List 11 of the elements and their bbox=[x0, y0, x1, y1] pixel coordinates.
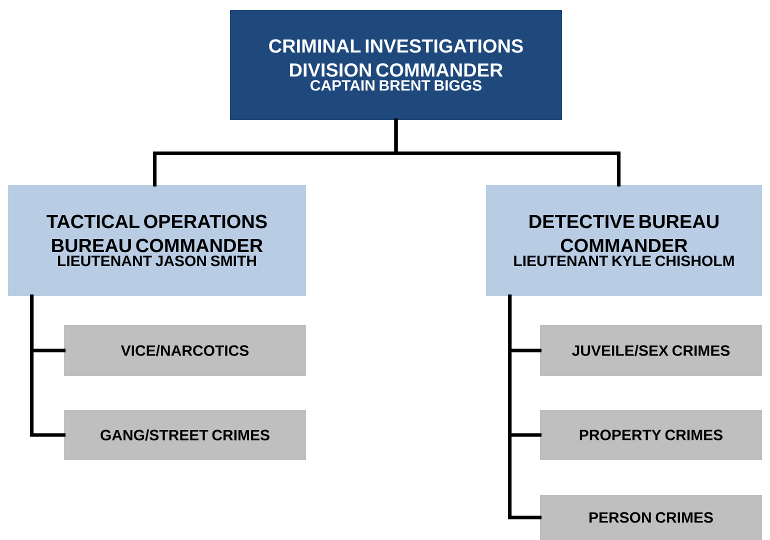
unit-box: VICE/NARCOTICS bbox=[64, 325, 306, 376]
unit-box: JUVEILE/SEX CRIMES bbox=[540, 325, 762, 376]
unit-box: PROPERTY CRIMES bbox=[540, 410, 762, 460]
bureau-box: TACTICAL OPERATIONS BUREAU COMMANDER LIEUTENANT JASON SMITH bbox=[8, 185, 306, 296]
title-box: CRIMINAL INVESTIGATIONS DIVISION COMMANDER CAPTAIN BRENT BIGGS bbox=[230, 10, 562, 120]
connector-line bbox=[30, 294, 66, 437]
bureau-box: DETECTIVE BUREAU COMMANDER LIEUTENANT KYLE CHISHOLM bbox=[486, 185, 762, 296]
connector-line bbox=[394, 118, 621, 187]
unit-box: PERSON CRIMES bbox=[540, 495, 762, 540]
unit-box: GANG/STREET CRIMES bbox=[64, 410, 306, 460]
connector-line bbox=[508, 294, 542, 520]
